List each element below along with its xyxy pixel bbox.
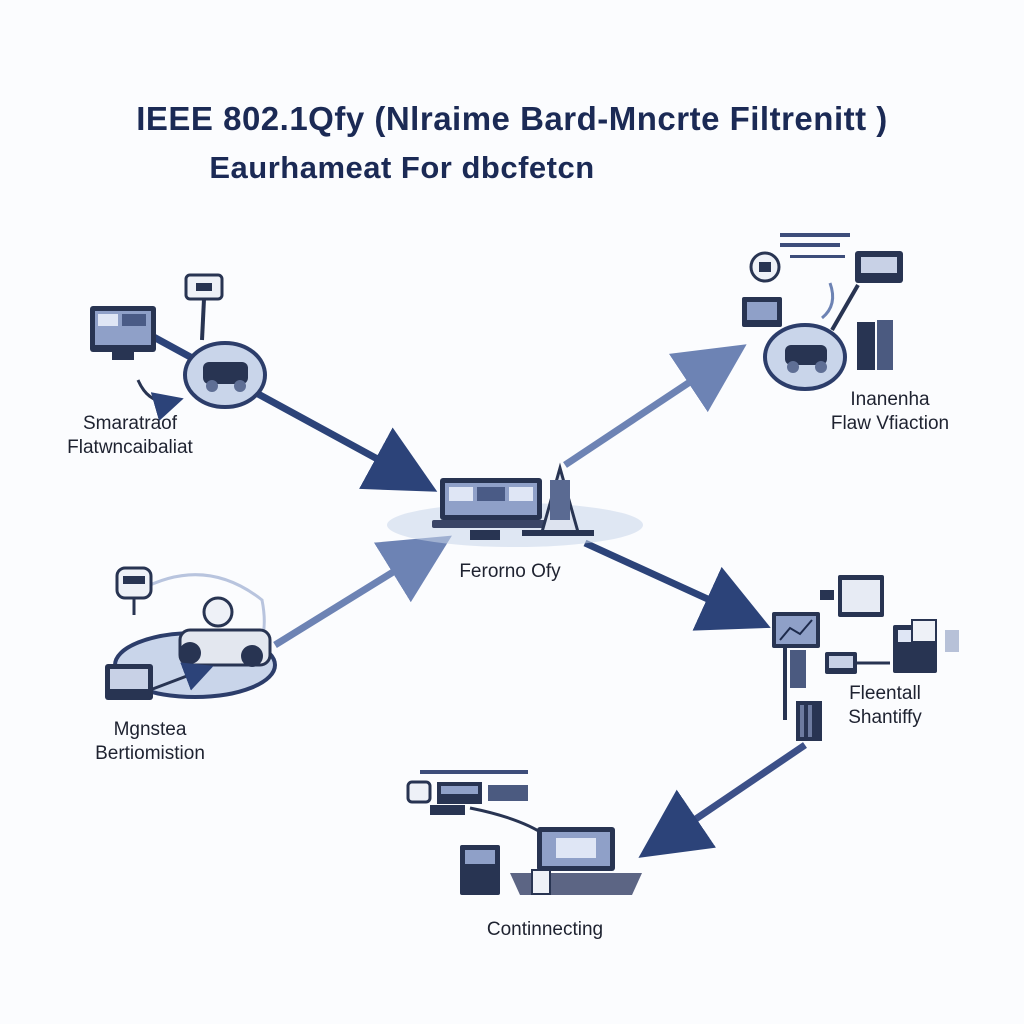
header-text-lines	[420, 770, 528, 774]
node-center-label: Ferorno Ofy	[459, 561, 561, 582]
node-mid-left-label: Mgnstea Bertiomistion	[95, 719, 205, 764]
node-mid-left-graphic	[105, 566, 277, 700]
node-mid-right-label: Fleentall Shantiffy	[848, 683, 922, 728]
header-text-lines	[780, 233, 850, 237]
node-top-right-label: Inanenha Flaw Vfiaction	[830, 389, 950, 434]
node-bottom-label: Continnecting	[486, 919, 604, 940]
arrow-center-to-midright	[583, 539, 771, 631]
node-bottom-graphic	[406, 770, 642, 895]
vehicle-icon	[203, 362, 248, 384]
node-mid-right-graphic	[772, 575, 959, 741]
rack-icon	[857, 322, 875, 370]
node-top-right-graphic	[742, 233, 903, 391]
node-top-left-graphic	[90, 273, 267, 422]
arrow-midleft-to-center	[273, 535, 452, 648]
arrow-midright-to-bottom	[638, 742, 807, 858]
router-icon	[406, 780, 432, 804]
diagram-subtitle: Eaurhameat For dbcfetcn	[209, 150, 595, 185]
arrow-center-to-topright	[563, 344, 747, 468]
node-top-left-label: Smaratraof Flatwncaibaliat	[67, 413, 193, 458]
vehicle-icon	[785, 345, 827, 365]
diagram-title: IEEE 802.1Qfy (Nlraime Bard-Mncrte Filtr…	[136, 100, 888, 137]
node-center-graphic	[387, 462, 643, 547]
